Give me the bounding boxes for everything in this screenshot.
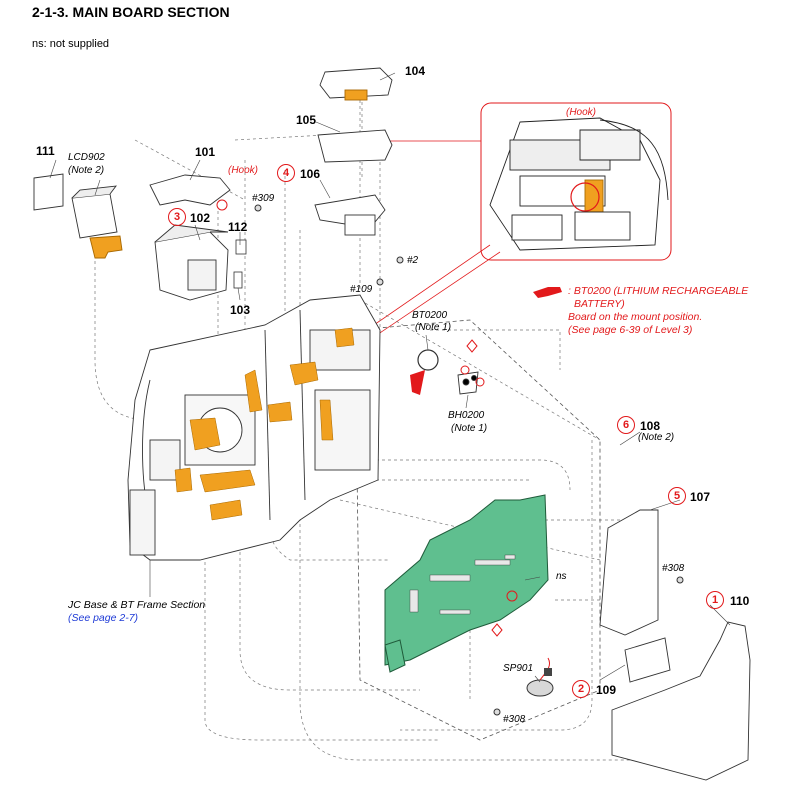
part-label-104: 104 — [405, 64, 426, 78]
screw-308-right — [676, 576, 684, 584]
label-jc-base: JC Base & BT Frame Section — [68, 599, 206, 611]
sheet-110 — [611, 621, 751, 781]
label-bt0200: BT0200 — [412, 310, 448, 321]
part-label-103: 103 — [230, 303, 251, 317]
board-frame — [354, 319, 601, 741]
label-note1-bh: (Note 1) — [451, 423, 488, 434]
label-screw-308-bottom: #308 — [503, 714, 526, 725]
part-label-108: 108 — [640, 419, 661, 433]
battery-bt0200 — [417, 349, 439, 371]
label-sp901: SP901 — [503, 663, 534, 674]
label-screw-308-right: #308 — [662, 563, 685, 574]
label-lcd902: LCD902 — [68, 152, 105, 163]
part-label-109: 109 — [596, 683, 617, 697]
sheet-109 — [624, 637, 671, 683]
screw-308-bottom — [493, 708, 501, 716]
part-label-112: 112 — [228, 220, 248, 234]
label-bh0200: BH0200 — [448, 410, 485, 421]
inset-camera-top — [489, 117, 669, 251]
part-label-110: 110 — [730, 594, 750, 608]
label-screw-2: #2 — [407, 255, 419, 266]
label-ns-board: ns — [556, 571, 567, 582]
circled-3: 3 — [168, 208, 186, 226]
holder-bh0200 — [457, 371, 479, 395]
label-screw-309: #309 — [252, 193, 275, 204]
circled-4: 4 — [277, 164, 295, 182]
label-screw-109: #109 — [350, 284, 373, 295]
screw-2 — [396, 256, 404, 264]
label-hook-left: (Hook) — [228, 165, 259, 176]
speaker-sp901 — [526, 657, 554, 697]
part-label-105: 105 — [296, 113, 317, 127]
ns-note: ns: not supplied — [32, 38, 110, 50]
diamond-marker-2 — [491, 623, 503, 637]
battery-note: : BT0200 (LITHIUM RECHARGEABLE BATTERY) … — [568, 285, 748, 337]
battery-note-line4: (See page 6-39 of Level 3) — [568, 324, 693, 336]
inset-leader-2 — [354, 244, 491, 339]
battery-pointer — [410, 370, 425, 395]
bracket-101 — [149, 174, 231, 206]
page-title: 2-1-3. MAIN BOARD SECTION — [32, 4, 230, 20]
hand-pointer-icon — [533, 287, 562, 298]
diamond-marker-1 — [466, 339, 478, 353]
part-label-106: 106 — [300, 167, 321, 181]
circled-5: 5 — [668, 487, 686, 505]
part-label-111: 111 — [36, 144, 55, 158]
screw-109 — [376, 278, 384, 286]
evf-102 — [154, 224, 229, 301]
parts-104-106 — [314, 67, 393, 236]
label-hook-inset: (Hook) — [566, 107, 597, 118]
flex-cables — [174, 327, 355, 521]
part-label-102: 102 — [190, 211, 211, 225]
part-103 — [233, 271, 243, 289]
main-board — [384, 494, 549, 673]
circled-2: 2 — [572, 680, 590, 698]
battery-note-line1: : BT0200 (LITHIUM RECHARGEABLE — [568, 285, 749, 297]
battery-note-line3: Board on the mount position. — [568, 311, 703, 323]
circled-6: 6 — [617, 416, 635, 434]
label-note1-bt: (Note 1) — [415, 322, 452, 333]
part-label-107: 107 — [690, 490, 711, 504]
bracket-107 — [599, 509, 659, 636]
inset-leader-3 — [361, 251, 501, 346]
lcd902-part — [33, 173, 123, 259]
circled-1: 1 — [706, 591, 724, 609]
label-note2-lcd: (Note 2) — [68, 165, 105, 176]
part-112 — [235, 239, 247, 255]
link-see-page-2-7[interactable]: (See page 2-7) — [68, 612, 139, 624]
battery-note-line2: BATTERY) — [574, 298, 625, 310]
label-note2-108: (Note 2) — [638, 432, 675, 443]
part-label-101: 101 — [195, 145, 216, 159]
screw-309 — [254, 204, 262, 212]
